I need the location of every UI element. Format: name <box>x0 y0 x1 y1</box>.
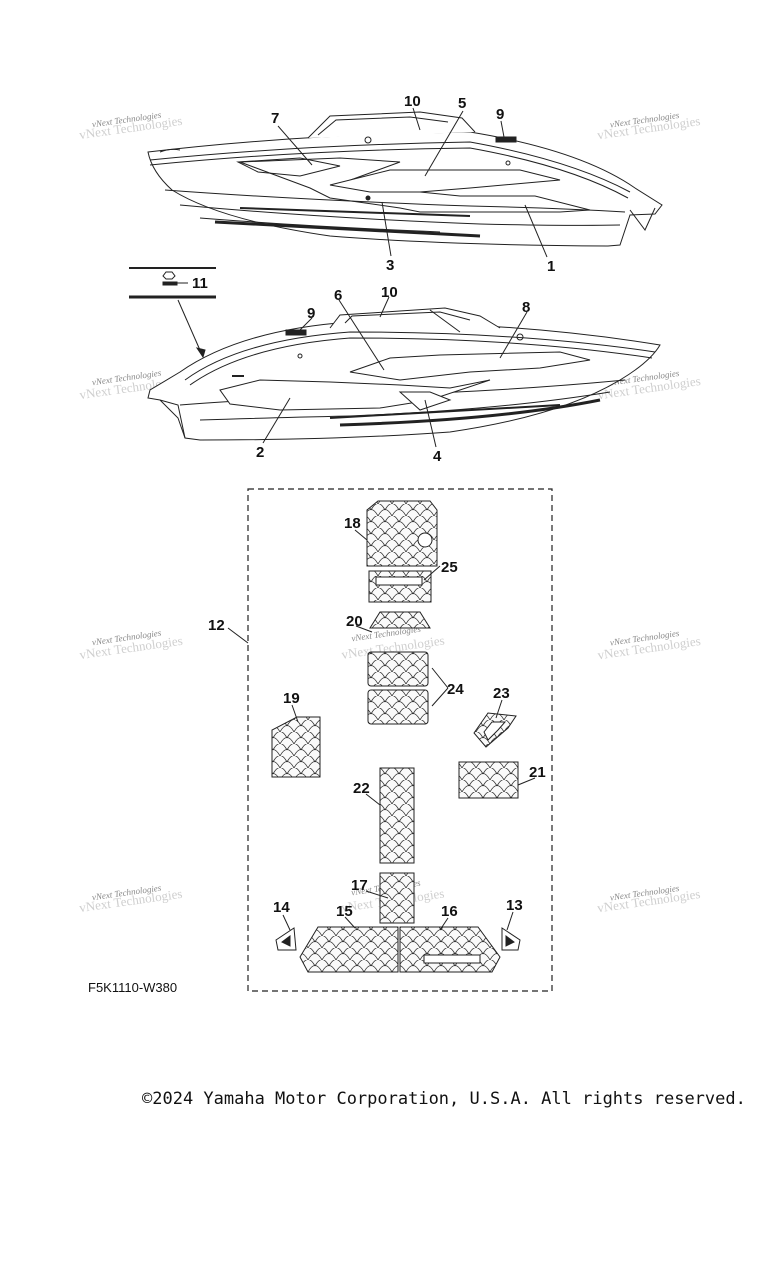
callout-20: 20 <box>346 613 363 630</box>
callout-19: 19 <box>283 690 300 707</box>
callout-5: 5 <box>458 95 466 112</box>
callout-23: 23 <box>493 685 510 702</box>
callout-4: 4 <box>433 448 442 465</box>
callout-24: 24 <box>447 681 464 698</box>
leader-lines <box>262 107 548 931</box>
leader-12 <box>227 627 249 644</box>
drawing-code: F5K1110-W380 <box>88 980 177 995</box>
decal-8 <box>349 351 591 381</box>
callout-12: 12 <box>208 617 225 634</box>
callout-10: 10 <box>404 93 421 110</box>
callout-6: 6 <box>334 287 342 304</box>
callout-8: 8 <box>522 299 530 316</box>
callout-2: 2 <box>256 444 264 461</box>
copyright-notice: ©2024 Yamaha Motor Corporation, U.S.A. A… <box>142 1089 746 1109</box>
mat-19 <box>271 716 321 778</box>
mat-kit-boundary <box>247 488 553 992</box>
callout-25: 25 <box>441 559 458 576</box>
decal-7 <box>236 157 341 177</box>
callout-1: 1 <box>547 258 555 275</box>
callout-9: 9 <box>496 106 504 123</box>
mat-22 <box>379 767 415 864</box>
decal-5 <box>329 169 561 193</box>
callout-22: 22 <box>353 780 370 797</box>
mat-25 <box>368 570 432 603</box>
callout-21: 21 <box>529 764 546 781</box>
callout-9: 9 <box>307 305 315 322</box>
callout-7: 7 <box>271 110 279 127</box>
mat-21 <box>458 761 519 799</box>
mat-17 <box>379 872 415 924</box>
callout-15: 15 <box>336 903 353 920</box>
mat-24-upper <box>367 651 429 687</box>
mat-24-lower <box>367 689 429 725</box>
callout-10: 10 <box>381 284 398 301</box>
mat-13 <box>501 927 521 951</box>
callout-17: 17 <box>351 877 368 894</box>
mat-18 <box>366 500 438 567</box>
inset-detail <box>129 267 216 359</box>
callout-16: 16 <box>441 903 458 920</box>
boat-top-view <box>147 111 663 247</box>
callout-13: 13 <box>506 897 523 914</box>
mats <box>271 500 521 973</box>
mat-16 <box>399 926 501 973</box>
callout-11: 11 <box>192 275 208 292</box>
callout-3: 3 <box>386 257 394 274</box>
callout-labels: 7 10 5 9 3 1 11 6 10 9 8 2 4 18 25 12 20… <box>192 93 555 920</box>
callout-18: 18 <box>344 515 361 532</box>
mat-20 <box>369 611 431 629</box>
boat-bottom-view <box>147 307 661 441</box>
callout-14: 14 <box>273 899 290 916</box>
mat-15 <box>299 926 399 973</box>
watermarks: vNext Technologies vNext Technologies <box>78 110 183 143</box>
